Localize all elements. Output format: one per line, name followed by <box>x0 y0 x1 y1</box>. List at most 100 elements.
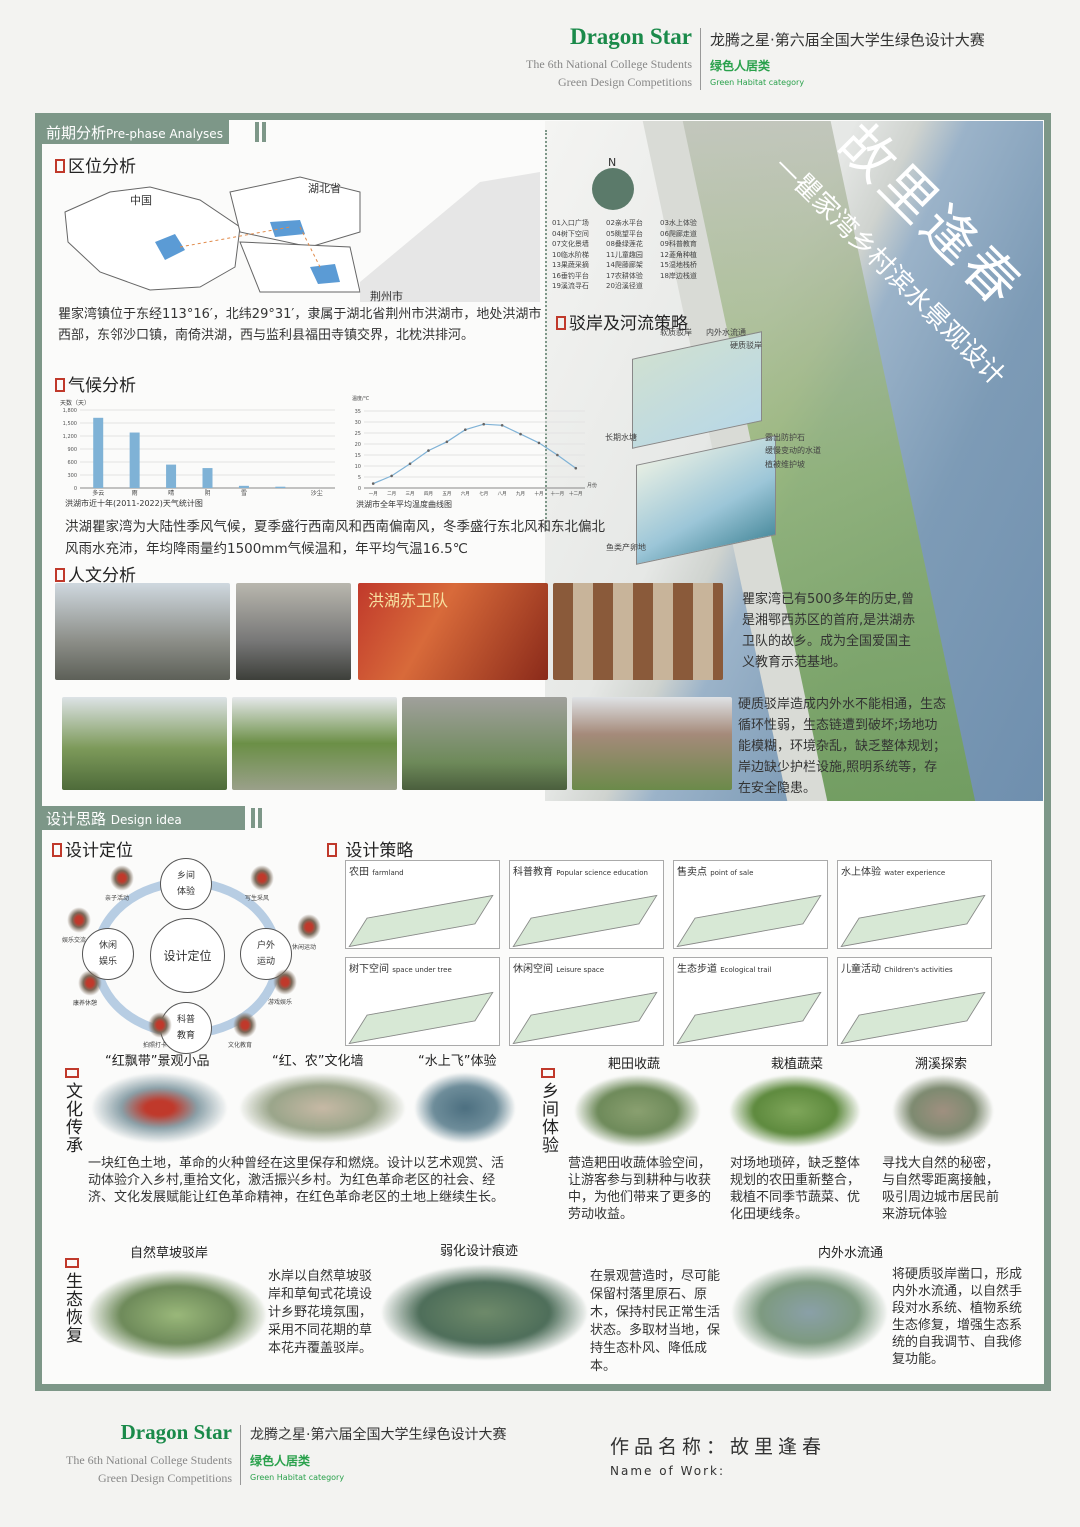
footer-competition-title: 龙腾之星·第六届全国大学生绿色设计大赛 <box>250 1427 507 1443</box>
card-label: 树下空间 space under tree <box>346 958 499 977</box>
data-point <box>463 428 467 431</box>
data-point <box>371 482 375 485</box>
data-point <box>574 466 578 470</box>
section-header-design-idea: 设计思路 Design idea <box>40 806 245 830</box>
divider <box>700 28 701 90</box>
location-map <box>64 172 540 302</box>
legend-item: 14爬藤廊架 <box>606 261 643 269</box>
chart-title: 洪湖市近十年(2011-2022)天气统计图 <box>65 498 203 508</box>
heading-location: 区位分析 <box>55 152 136 177</box>
people-illustration <box>297 914 321 940</box>
bar <box>93 417 104 488</box>
footer-divider <box>240 1425 241 1485</box>
temperature-line-chart: 温度/℃05101520253035月份一月二月三月四月五月六月七月八月九月十月… <box>352 395 597 509</box>
photo-exhibition <box>553 583 723 680</box>
data-point <box>445 440 449 444</box>
heading-river: 驳岸及河流策略 <box>556 309 688 334</box>
legend-item: 09科普教育 <box>660 240 697 248</box>
work-name-label: 作品名称： <box>610 1436 731 1458</box>
y-tick: 20 <box>355 442 361 448</box>
x-tick: 十二月 <box>569 490 583 497</box>
brand-logo: Dragon Star <box>569 24 692 49</box>
node-line-2: 运动 <box>256 957 275 967</box>
weather-bar-chart: 天数（天）03006009001,2001,5001,800多云雨晴阴雪沙尘洪湖… <box>60 399 335 508</box>
card-label: 生态步道 Ecological trail <box>674 958 827 977</box>
card-label-en: Ecological trail <box>720 966 772 974</box>
location-text: 瞿家湾镇位于东经113°16′，北纬29°31′，隶属于湖北省荆州市洪湖市，地处… <box>58 307 542 343</box>
photo-water-fly <box>415 1073 515 1143</box>
y-tick: 300 <box>67 473 77 479</box>
photo-old-street <box>55 583 230 680</box>
x-tick: 雪 <box>241 490 247 497</box>
heading-culture: 人文分析 <box>55 561 136 586</box>
section-bars <box>252 122 266 146</box>
photo-planting <box>730 1075 860 1147</box>
bar <box>166 464 177 488</box>
label-hard-bank: 硬质驳岸 <box>730 341 762 350</box>
card-label: 水上体验 water experience <box>838 861 991 880</box>
people-label: 文化教育 <box>228 1042 253 1049</box>
legend-item: 08叠绿莲花 <box>606 240 643 248</box>
card-label-en: water experience <box>884 869 946 877</box>
y-tick: 0 <box>358 486 361 492</box>
label-channel: 缓慢变动的水道 <box>765 446 821 455</box>
photo-harvest <box>575 1075 700 1147</box>
footer-subtitle-line-2: Green Design Competitions <box>98 1471 232 1485</box>
node-line-1: 休闲 <box>98 941 117 951</box>
bar <box>202 468 213 488</box>
strategy-card-water-experience: 水上体验 water experience <box>837 860 992 949</box>
category-en: Green Habitat category <box>710 78 805 87</box>
card-label-cn: 水上体验 <box>841 867 881 878</box>
x-tick: 多云 <box>92 489 104 497</box>
legend-item: 11儿童趣园 <box>606 250 643 259</box>
heading-strategy: 设计策略 <box>327 836 413 861</box>
people-label: 游戏娱乐 <box>268 999 293 1006</box>
data-point <box>500 424 504 427</box>
people-label: 亲子活动 <box>105 895 130 902</box>
card-label: 售卖点 point of sale <box>674 861 827 880</box>
people-label: 康养休憩 <box>73 1000 98 1007</box>
section-header-pre-phase: 前期分析Pre-phase Analyses <box>40 120 229 144</box>
eco-text-2: 在景观营造时，尽可能保留村落里原石、原木，保持村民正常生活状态。多取材当地，保持… <box>590 1269 721 1374</box>
card-illustration <box>512 991 658 1045</box>
positioning-node: 乡间体验 <box>160 858 212 910</box>
x-tick: 阴 <box>204 489 210 497</box>
legend-item: 01入口广场 <box>552 219 589 227</box>
x-tick: 沙尘 <box>311 489 323 497</box>
strategy-card-space-under-tree: 树下空间 space under tree <box>345 957 500 1046</box>
section-label: 设计思路 <box>46 810 107 828</box>
y-tick: 35 <box>355 409 361 415</box>
rural-text-1: 营造耙田收蔬体验空间，让游客参与到耕种与收获中，为他们带来了更多的劳动收益。 <box>568 1156 712 1222</box>
photo-culture-wall <box>240 1073 405 1143</box>
node-line-2: 娱乐 <box>98 957 117 967</box>
y-tick: 0 <box>74 486 77 492</box>
climate-text: 洪湖瞿家湾为大陆性季风气候，夏季盛行西南风和西南偏南风，冬季盛行东北风和东北偏北… <box>65 519 605 557</box>
x-tick: 六月 <box>461 490 470 497</box>
legend-item: 02亲水平台 <box>606 219 643 227</box>
strategy-card-children-s-activities: 儿童活动 Children's activities <box>837 957 992 1046</box>
data-point <box>427 449 430 452</box>
legend-item: 03水上体验 <box>660 219 697 227</box>
people-label: 写生采风 <box>245 895 270 902</box>
node-line-1: 乡间 <box>176 871 195 881</box>
legend-item: 12菱角种植 <box>660 250 697 259</box>
legend-item: 13果蔬采摘 <box>552 261 589 269</box>
x-tick: 二月 <box>387 491 396 497</box>
node-line-2: 教育 <box>176 1031 195 1041</box>
strategy-card-point-of-sale: 售卖点 point of sale <box>673 860 828 949</box>
x-tick: 一月 <box>369 491 378 497</box>
legend-item: 06爬廊走道 <box>660 229 697 238</box>
heading-culture-heritage: 文化传承 <box>60 1068 85 1154</box>
bar <box>129 432 140 488</box>
strategy-card-popular-science-education: 科普教育 Popular science education <box>509 860 664 949</box>
photo-stream <box>893 1075 993 1147</box>
culture-text: 瞿家湾已有500多年的历史,曾是湘鄂西苏区的首府,是洪湖赤卫队的故乡。成为全国爱… <box>742 592 916 670</box>
card-label-cn: 农田 <box>349 867 369 878</box>
legend-item: 16垂钓平台 <box>552 271 589 280</box>
y-axis-label: 天数（天） <box>60 399 90 407</box>
photo-site-2 <box>232 697 397 790</box>
people-illustration <box>67 907 91 933</box>
photo-site-3 <box>402 697 567 790</box>
